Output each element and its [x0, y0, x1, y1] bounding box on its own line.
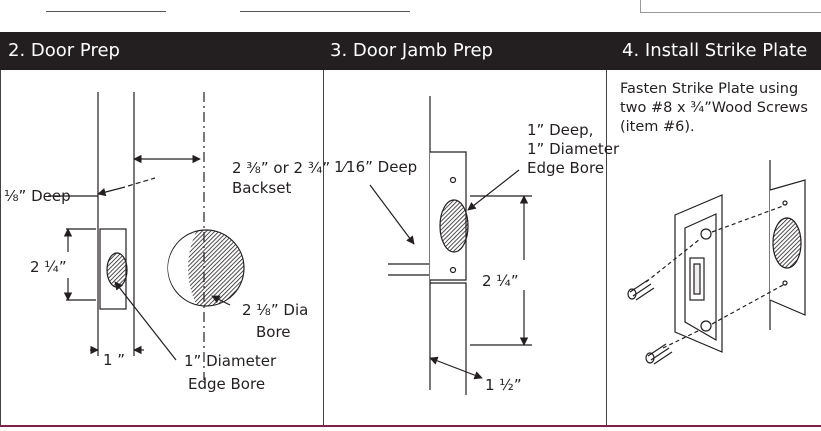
- sixteenth-leader: [369, 184, 415, 245]
- step-title-install-strike-plate: 4. Install Strike Plate: [622, 40, 808, 61]
- jamb-prep-diagram: [369, 96, 532, 395]
- steps-header-bar: 2. Door Prep 3. Door Jamb Prep 4. Instal…: [0, 32, 821, 70]
- strike-plate-instructions: Fasten Strike Plate using two #8 x ¾”Woo…: [620, 81, 808, 135]
- height-label: 2 ¼”: [30, 258, 67, 276]
- dia-bore-leader: [211, 295, 231, 306]
- jamb-height-label: 2 ¼”: [482, 272, 519, 290]
- panel-border-left: [0, 70, 1, 426]
- edge-bore-label-line2: Edge Bore: [188, 375, 265, 393]
- jamb-deep-label-line2: 1” Diameter: [527, 140, 620, 158]
- top-divider-line: [46, 11, 166, 12]
- edge-bore-leader: [114, 281, 177, 361]
- panels-row: [0, 70, 821, 426]
- backset-word-label: Backset: [232, 179, 291, 197]
- jamb-width-label: 1 ½”: [485, 376, 522, 394]
- panel-jamb-prep: [324, 70, 607, 426]
- dia-bore-label-line2: Bore: [256, 323, 291, 341]
- sixteenth-deep-label: 1⁄16” Deep: [334, 158, 417, 176]
- backset-value-label: 2 ⅜” or 2 ¾”: [232, 159, 330, 177]
- jamb-bore-leader: [467, 169, 520, 211]
- top-strip: [0, 0, 821, 32]
- door-prep-diagram: [48, 92, 245, 380]
- step-title-door-jamb-prep: 3. Door Jamb Prep: [330, 40, 493, 61]
- jamb-width-dimension: [429, 356, 483, 380]
- dia-bore-label-line1: 2 ⅛” Dia: [242, 301, 308, 319]
- step-title-door-prep: 2. Door Prep: [8, 40, 120, 61]
- door-prep-labels: 2 ⅜” or 2 ¾” Backset ⅛” Deep 2 ¼” 2 ⅛” D…: [4, 159, 330, 393]
- bottom-rule: [0, 425, 821, 427]
- jamb-prep-labels: 1” Deep, 1” Diameter Edge Bore 1⁄16” Dee…: [334, 121, 620, 394]
- edge-bore-hole: [106, 252, 128, 288]
- one-inch-label: 1 ”: [103, 351, 125, 369]
- deep-label: ⅛” Deep: [4, 187, 71, 205]
- jamb-edge-bore: [439, 199, 469, 253]
- strike-plate-diagram: [627, 160, 806, 365]
- jamb-deep-label-line1: 1” Deep,: [527, 121, 593, 139]
- panel-door-prep: [0, 70, 324, 426]
- top-divider-line: [240, 11, 410, 12]
- jamb-deep-label-line3: Edge Bore: [527, 159, 604, 177]
- edge-bore-label-line1: 1” Diameter: [184, 352, 277, 370]
- top-box-remnant: [640, 0, 821, 13]
